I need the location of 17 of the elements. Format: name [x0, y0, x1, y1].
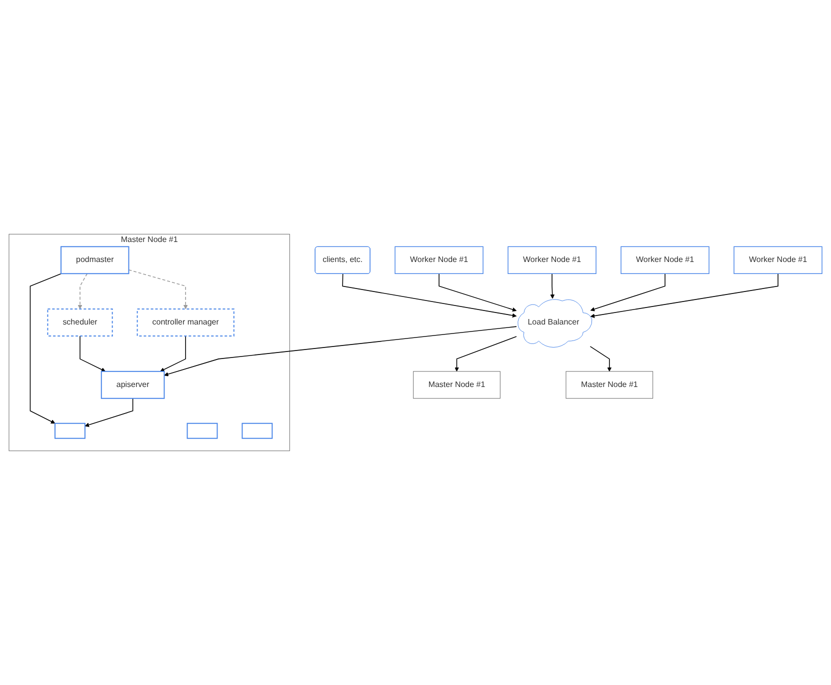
arrow — [590, 346, 612, 372]
node-box — [242, 422, 273, 439]
arrow — [438, 273, 517, 312]
arrow — [550, 273, 555, 299]
arrow — [342, 273, 517, 318]
node-box — [186, 422, 218, 439]
arrow — [590, 273, 778, 318]
arrow — [164, 326, 517, 376]
node-box — [54, 422, 86, 439]
arrow — [454, 336, 517, 372]
arrow — [78, 273, 88, 310]
arrow — [128, 269, 188, 310]
arrow — [590, 273, 666, 312]
arrow — [160, 336, 186, 372]
arrow — [30, 273, 62, 424]
arrow — [80, 336, 106, 372]
arrow — [84, 398, 134, 427]
